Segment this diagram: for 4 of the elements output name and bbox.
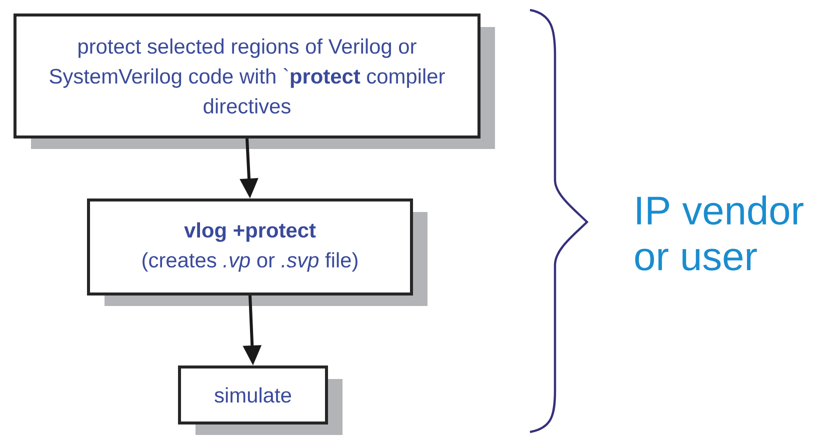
side-label: IP vendor or user [635,195,804,271]
process-box: simulate [178,366,342,435]
process-box: protect selected regions of Verilog or SystemVerilog code with `protect compiler directives [14,14,495,149]
process-box: vlog +protect (creates .vp or .svp file) [87,198,428,306]
